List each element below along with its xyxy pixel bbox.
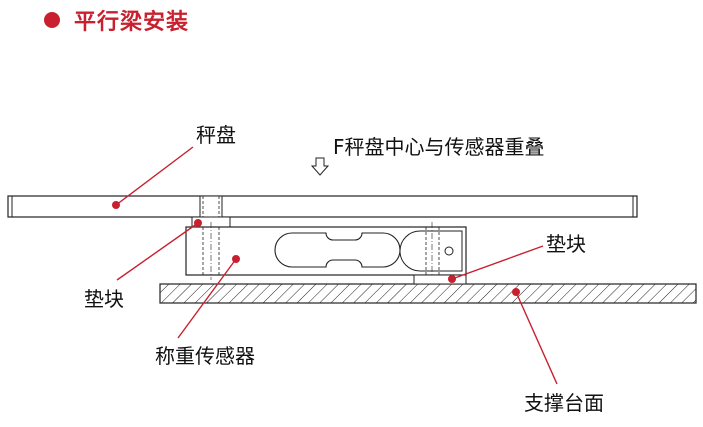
title-text: 平行梁安装 xyxy=(74,9,190,35)
leader-pan xyxy=(112,146,194,209)
label-sensor: 称重传感器 xyxy=(155,344,255,368)
label-pan: 秤盘 xyxy=(196,123,236,147)
section-title: 平行梁安装 xyxy=(44,4,189,36)
label-force: F秤盘中心与传感器重叠 xyxy=(333,135,545,159)
force-arrow-icon xyxy=(310,157,330,176)
pad-block-bottom xyxy=(413,274,467,285)
leader-support xyxy=(512,288,558,385)
scale-pan xyxy=(7,195,638,218)
support-table xyxy=(159,283,697,304)
label-pad-left: 垫块 xyxy=(84,287,124,311)
label-pad-right: 垫块 xyxy=(546,232,586,256)
title-bullet xyxy=(44,12,60,28)
leader-pad-right xyxy=(448,245,544,283)
leader-pad-left xyxy=(116,219,202,281)
pan-fixing-screw xyxy=(199,195,223,218)
leader-sensor xyxy=(177,255,240,339)
load-cell-sensor xyxy=(185,222,467,283)
label-support: 支撑台面 xyxy=(524,391,604,415)
